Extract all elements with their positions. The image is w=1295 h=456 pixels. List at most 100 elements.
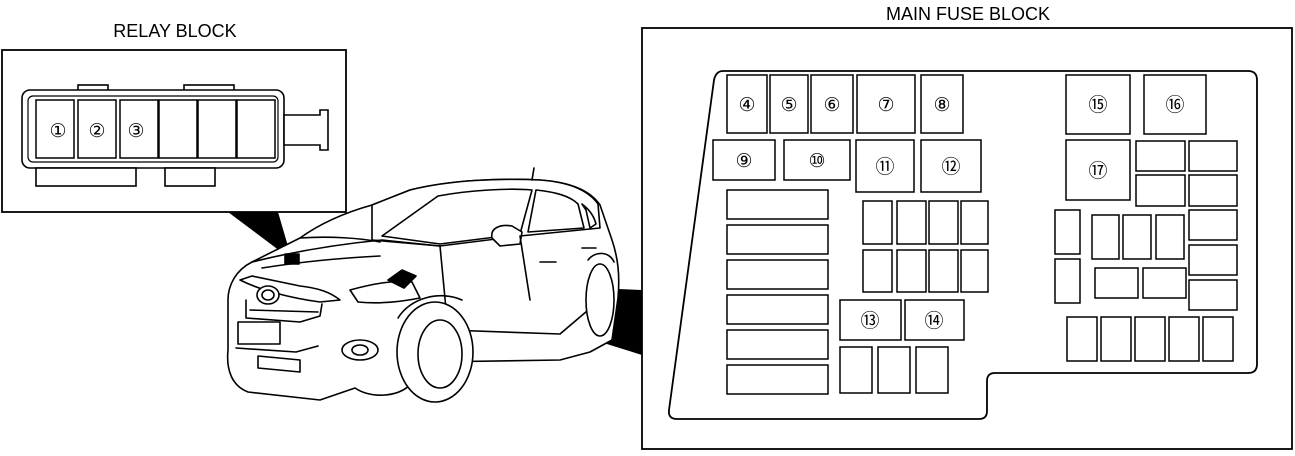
relay-slot-3-label: ③ bbox=[127, 121, 144, 142]
car-antenna bbox=[531, 167, 535, 181]
relay-block-title: RELAY BLOCK bbox=[113, 21, 236, 41]
car-rear-wheel-arch bbox=[587, 252, 615, 263]
fuse-4 bbox=[726, 74, 768, 134]
fuse-labels: ④ ⑤ ⑥ ⑦ ⑧ ⑨ ⑩ ⑪ ⑫ ⑬ ⑭ ⑮ ⑯ ⑰ bbox=[735, 94, 1184, 332]
fuse-17 bbox=[1065, 139, 1131, 201]
fuse-slot bbox=[1091, 214, 1120, 260]
car-front-wheel-arch bbox=[397, 294, 463, 319]
fuse-slot bbox=[1094, 267, 1139, 299]
car-door-line bbox=[519, 235, 531, 301]
car-hood-crease bbox=[299, 236, 381, 243]
car-fog-light-inner bbox=[351, 344, 369, 356]
car-license-plate bbox=[237, 321, 281, 345]
car-grille bbox=[245, 299, 323, 323]
car-roof bbox=[371, 178, 601, 247]
fuse-5-label: ⑤ bbox=[780, 95, 797, 116]
fuse-slot bbox=[1066, 316, 1098, 362]
fuse-slot bbox=[1188, 209, 1238, 241]
fuse-slot bbox=[1054, 258, 1081, 304]
fuse-14-label: ⑭ bbox=[924, 310, 943, 332]
fuse-slot bbox=[726, 224, 829, 255]
fuse-slot bbox=[1168, 316, 1200, 362]
fuse-slot bbox=[1188, 244, 1238, 276]
fuse-slot bbox=[726, 294, 829, 325]
fuse-11-label: ⑪ bbox=[875, 156, 894, 178]
fuse-slot bbox=[896, 249, 927, 293]
fuse-15 bbox=[1065, 74, 1131, 135]
fuse-slot bbox=[928, 249, 959, 293]
fuse-slot bbox=[928, 200, 959, 245]
fuse-slot bbox=[1188, 279, 1238, 311]
fuse-slot bbox=[877, 346, 911, 394]
fuse-slot bbox=[1188, 140, 1238, 172]
relay-slot bbox=[119, 99, 159, 159]
car-emblem bbox=[256, 285, 280, 305]
main-fuse-block-inset: ④ ⑤ ⑥ ⑦ ⑧ ⑨ ⑩ ⑪ ⑫ ⑬ ⑭ ⑮ ⑯ ⑰ bbox=[641, 27, 1293, 450]
fuse-slot bbox=[1122, 214, 1152, 260]
fuse-slot bbox=[862, 200, 893, 245]
fuse-17-label: ⑰ bbox=[1088, 160, 1107, 182]
fuse-12 bbox=[920, 139, 982, 193]
relay-slot bbox=[236, 99, 276, 159]
fuse-4-label: ④ bbox=[738, 95, 755, 116]
relay-block-inset: ① ② ③ bbox=[1, 49, 347, 213]
fuse-slot bbox=[1135, 140, 1186, 172]
fuse-slot bbox=[1155, 214, 1185, 260]
fuse-6 bbox=[810, 74, 854, 134]
car-illustration bbox=[226, 167, 620, 403]
relay-latch bbox=[283, 109, 329, 151]
fuse-slot bbox=[1134, 316, 1166, 362]
relay-slot-2-label: ② bbox=[88, 121, 105, 142]
fuse-7 bbox=[856, 74, 916, 134]
relay-slot-1-label: ① bbox=[49, 121, 66, 142]
fuse-grid bbox=[712, 74, 1238, 395]
relay-slots: ① ② ③ bbox=[35, 99, 276, 159]
fuse-slot bbox=[726, 259, 829, 290]
relay-slot bbox=[35, 99, 75, 159]
car-rear-wheel bbox=[585, 263, 615, 337]
car-front-wheel-rim bbox=[417, 319, 463, 389]
fuse-block-location-marker bbox=[387, 269, 417, 289]
fuse-slot bbox=[1202, 316, 1234, 362]
fuse-slot bbox=[726, 364, 829, 395]
fuse-7-label: ⑦ bbox=[877, 95, 894, 116]
car-side-mirror bbox=[490, 224, 523, 247]
car-door-line bbox=[439, 245, 601, 335]
car-hood-crease bbox=[261, 255, 381, 269]
fuse-slot bbox=[862, 249, 893, 293]
fuse-slot bbox=[915, 346, 949, 394]
car-front-door-window bbox=[527, 189, 585, 233]
relay-housing-inner bbox=[27, 95, 279, 163]
fuse-slot bbox=[839, 346, 873, 394]
relay-bottom-foot bbox=[164, 167, 216, 187]
fuse-16 bbox=[1143, 74, 1207, 135]
fuse-15-label: ⑮ bbox=[1088, 94, 1107, 116]
fuse-13-label: ⑬ bbox=[860, 310, 879, 332]
fuse-10 bbox=[783, 139, 851, 181]
car-bumper-line bbox=[235, 345, 319, 353]
relay-slot bbox=[158, 99, 198, 159]
fuse-8-label: ⑧ bbox=[933, 95, 950, 116]
fuse-slot bbox=[726, 329, 829, 360]
fuse-slot bbox=[960, 200, 989, 245]
fuse-5 bbox=[769, 74, 809, 134]
relay-slot bbox=[197, 99, 237, 159]
fuse-slot bbox=[1142, 267, 1187, 299]
car-lower-grille bbox=[257, 355, 301, 373]
car-grille-bar bbox=[249, 309, 319, 313]
relay-pointer-wedge bbox=[228, 212, 292, 260]
main-fuse-block-title: MAIN FUSE BLOCK bbox=[886, 4, 1050, 24]
fuse-slot bbox=[960, 249, 989, 293]
fuse-slot bbox=[1054, 209, 1081, 255]
car-rear-window bbox=[581, 203, 597, 229]
relay-bottom-foot bbox=[35, 167, 137, 187]
fuse-slot bbox=[1188, 174, 1238, 207]
fuse-slot bbox=[726, 189, 829, 220]
fuse-9 bbox=[712, 139, 776, 181]
fuse-8 bbox=[920, 74, 964, 134]
car-fog-light bbox=[341, 339, 379, 361]
relay-block-location-marker bbox=[284, 253, 300, 265]
relay-slot bbox=[77, 99, 117, 159]
